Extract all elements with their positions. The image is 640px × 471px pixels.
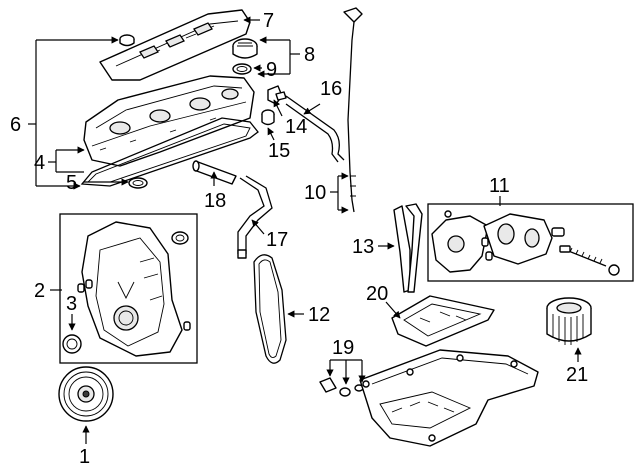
part-2-timing-cover[interactable] (81, 221, 183, 357)
callout-8: 8 (304, 44, 315, 66)
callout-13: 13 (352, 236, 374, 258)
callout-15: 15 (268, 140, 290, 162)
callout-1: 1 (79, 446, 90, 468)
part-2-dowel-pins[interactable] (77, 279, 191, 331)
callout-19: 19 (332, 337, 354, 359)
callout-4: 4 (34, 152, 45, 174)
callout-9: 9 (266, 59, 277, 81)
callout-7: 7 (263, 10, 274, 32)
callout-21: 21 (566, 364, 588, 386)
part-13-chain-guides[interactable] (393, 203, 423, 293)
part-11-group-box (427, 203, 634, 282)
part-21-oil-filter[interactable] (546, 297, 592, 345)
callout-14: 14 (285, 116, 307, 138)
callout-16: 16 (320, 78, 342, 100)
leader-lines (28, 16, 582, 444)
part-8-filler-cap[interactable] (232, 38, 258, 59)
part-17-hose[interactable] (237, 175, 273, 259)
part-19-drain-plug[interactable] (319, 377, 364, 397)
part-15-pcv-grommet[interactable] (261, 109, 275, 126)
callout-11: 11 (489, 175, 510, 197)
callout-20: 20 (366, 283, 388, 305)
part-7-coil-cover[interactable] (99, 9, 251, 81)
part-20-baffle-plate[interactable] (391, 295, 495, 347)
part-16-pcv-hose[interactable] (285, 95, 345, 163)
part-12-timing-chain[interactable] (253, 254, 287, 364)
part-5-seal-ring[interactable] (128, 177, 148, 189)
callout-5: 5 (66, 172, 77, 194)
part-10-dipstick[interactable] (343, 7, 363, 213)
part-1-crank-pulley[interactable] (58, 366, 114, 422)
callout-10: 10 (304, 182, 326, 204)
part-14-pcv-valve[interactable] (267, 85, 287, 105)
callout-12: 12 (308, 304, 330, 326)
part-4-valve-cover[interactable] (83, 75, 255, 167)
part-9-cap-gasket[interactable] (232, 63, 252, 75)
part-oil-filler-plug[interactable] (119, 34, 135, 47)
callout-18: 18 (204, 190, 226, 212)
part-2-cover-seal-ring[interactable] (171, 231, 189, 245)
callout-labels: 7 8 9 6 4 5 16 14 15 10 18 17 11 13 2 3 … (10, 10, 588, 468)
callout-2: 2 (34, 280, 45, 302)
callout-3: 3 (66, 293, 77, 315)
part-2-group-box (59, 213, 198, 364)
callout-17: 17 (266, 229, 288, 251)
part-3-oil-seal[interactable] (62, 334, 82, 354)
part-oil-pan[interactable] (359, 349, 539, 447)
part-11-oil-pump[interactable] (431, 210, 620, 276)
callout-6: 6 (10, 114, 21, 136)
